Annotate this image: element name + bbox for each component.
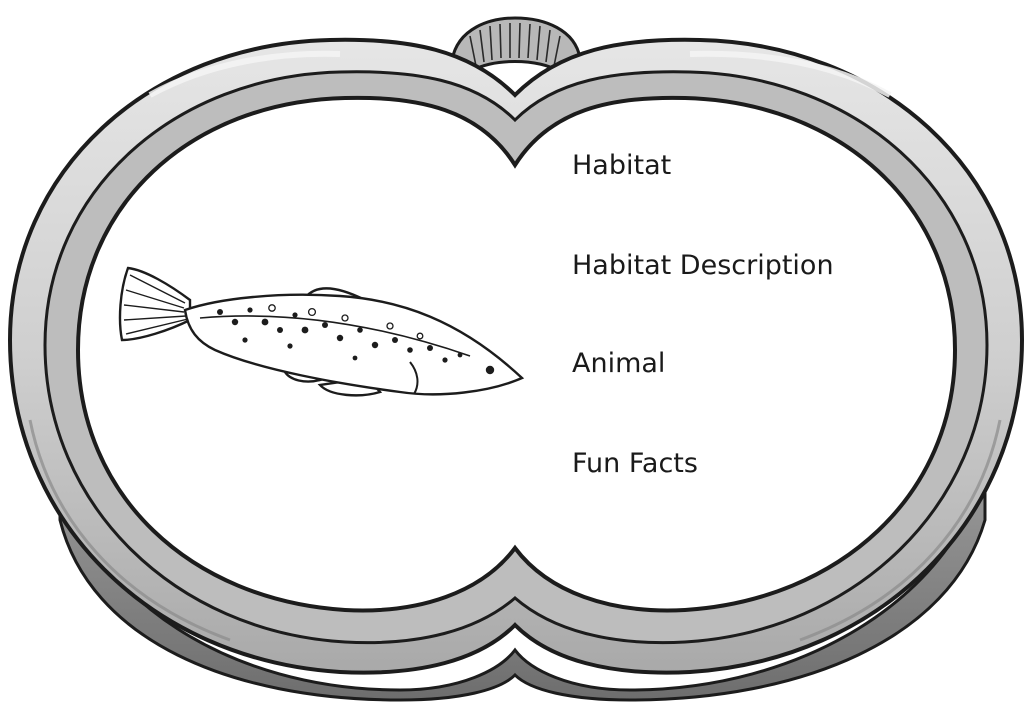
field-label-fun-facts: Fun Facts <box>572 450 698 477</box>
field-label-habitat: Habitat <box>572 152 671 179</box>
lens-area <box>78 98 955 611</box>
field-label-animal: Animal <box>572 350 665 377</box>
field-label-habitat-description: Habitat Description <box>572 252 834 279</box>
